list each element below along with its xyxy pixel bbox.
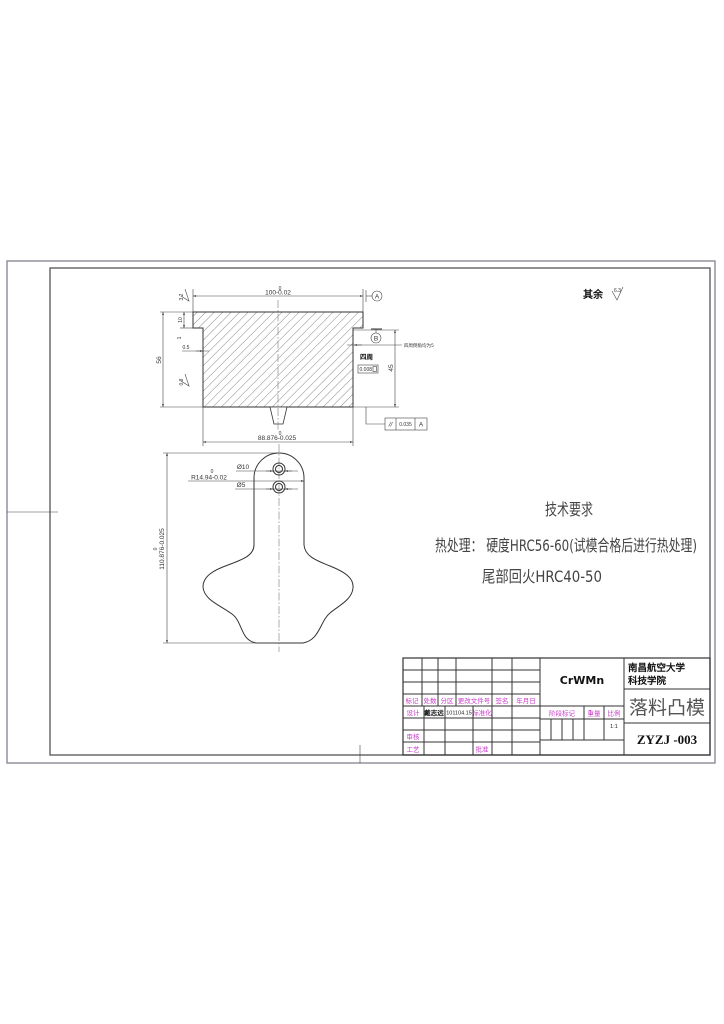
tech-req-line1: 热处理： 硬度HRC56-60(试模合格后进行热处理) — [435, 536, 697, 555]
hole-small-inner — [275, 483, 283, 491]
bottom-dim-label: 88.876-0.025 — [258, 435, 297, 442]
designer-name: 戴志远 — [424, 708, 444, 717]
plan-height-upper-tol: 0 — [153, 547, 159, 550]
title-block: 标记 处数 分区 更改文件号 签名 年月日 设计 戴志远 101104.15 标… — [402, 657, 711, 756]
approve-label: 批准 — [476, 745, 490, 754]
process-label: 工艺 — [407, 746, 421, 754]
scale-label: 比例 — [608, 709, 621, 718]
datum-a-label: A — [375, 294, 380, 301]
flatness-value: 0.008 — [360, 367, 373, 373]
drawing-number: ZYZJ -003 — [637, 732, 698, 747]
surface-finish-top-value: 3.2 — [179, 293, 185, 300]
weight-label: 重量 — [588, 710, 602, 718]
rev-header-mark: 标记 — [406, 696, 420, 705]
scale-value: 1:1 — [610, 724, 618, 730]
datum-b-label: B — [374, 336, 378, 343]
parallelism-datum: A — [419, 422, 424, 429]
rev-header-doc-no: 更改文件号 — [458, 696, 491, 705]
hole-small-label: Ø5 — [237, 482, 246, 489]
surface-finish-icon — [180, 288, 190, 302]
plan-height-label: 110.876-0.025 — [159, 528, 166, 570]
design-date: 101104.15 — [446, 711, 472, 717]
parallelism-frame — [384, 417, 428, 431]
material-label: CrWMn — [560, 674, 604, 687]
inner-height-dim-label: 45 — [388, 364, 395, 372]
hole-large-inner — [275, 465, 283, 473]
title-block-grid — [403, 658, 710, 755]
height-dim-label: 56 — [156, 356, 163, 364]
rev-header-signature: 签名 — [496, 696, 509, 705]
technical-requirements: 技术要求 热处理： 硬度HRC56-60(试模合格后进行热处理) 尾部回火HRC… — [435, 500, 697, 586]
tech-req-title: 技术要求 — [545, 500, 593, 519]
school-name-line2: 科技学院 — [628, 675, 667, 687]
parallelism-leader — [365, 407, 385, 425]
standardization-label: 标准化 — [472, 708, 492, 717]
hole-large-label: Ø10 — [237, 464, 250, 471]
hole-large-outer — [272, 462, 286, 476]
rev-header-date: 年月日 — [516, 696, 536, 705]
other-surfaces-value: 6.3 — [614, 288, 621, 294]
surface-finish-other: 其余 6.3 — [583, 286, 624, 301]
parallelism-value: 0.035 — [399, 422, 412, 428]
step-dim-extra: 1 — [177, 336, 183, 339]
review-label: 审核 — [407, 732, 421, 741]
punch-outline — [202, 452, 354, 644]
plan-view: 0 110.876-0.025 Ø10 0 R14.94-0.02 Ø5 — [153, 444, 354, 652]
bottom-dim-upper-tol: 0 — [279, 431, 282, 437]
school-name-line1: 南昌航空大学 — [628, 662, 686, 674]
surface-finish-left-value: 0.8 — [179, 378, 185, 385]
flatness-frame — [357, 364, 379, 374]
bottom-nub — [269, 406, 288, 425]
part-name: 落料凸模 — [629, 697, 705, 719]
tech-req-line2: 尾部回火HRC40-50 — [482, 567, 602, 586]
radius-label: R14.94-0.02 — [191, 475, 227, 482]
width-dim-label: 100-0.02 — [265, 290, 291, 297]
stage-label: 阶段标记 — [549, 709, 576, 718]
flatness-symbol-icon — [372, 366, 377, 372]
front-section-view: 0 100-0.02 A 56 10 1 0.5 3.2 0.8 45 — [156, 286, 434, 446]
width-dim-upper-tol: 0 — [279, 286, 282, 292]
all-around-label: 四周 — [360, 352, 373, 361]
rev-header-count: 处数 — [424, 696, 438, 705]
datum-a-circle — [371, 290, 383, 302]
step-dim-label: 10 — [178, 317, 184, 323]
offset-dim-label: 0.5 — [183, 345, 190, 351]
surface-finish-icon — [611, 286, 624, 301]
parallelism-symbol-icon: // — [388, 422, 394, 429]
radius-upper-tol: 0 — [211, 469, 214, 475]
inner-frame — [49, 267, 711, 756]
rev-header-zone: 分区 — [441, 696, 455, 705]
other-surfaces-label: 其余 — [583, 288, 604, 301]
surface-finish-icon — [180, 373, 190, 387]
designer-label: 设计 — [407, 708, 421, 717]
outer-border — [6, 260, 716, 764]
datum-b-circle — [370, 332, 382, 344]
chamfer-note: 四周倒角均为5 — [404, 342, 434, 349]
